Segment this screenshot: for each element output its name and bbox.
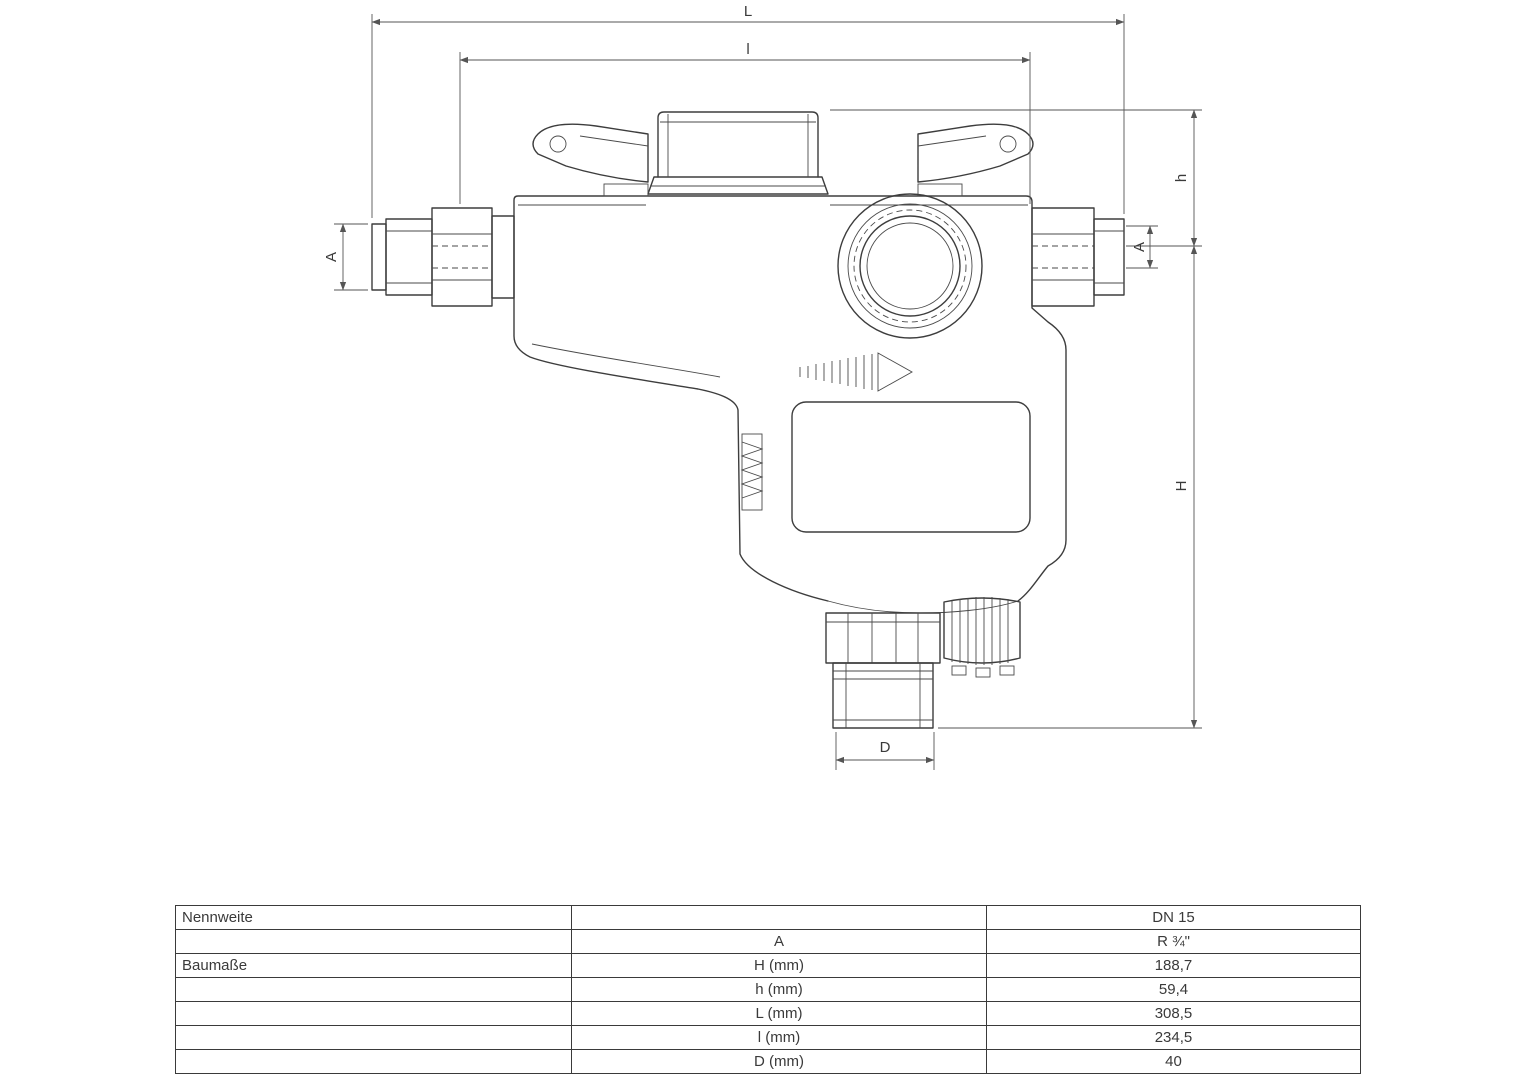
dimension-A-left: A xyxy=(323,223,368,291)
dim-label-L: L xyxy=(744,3,752,20)
dim-label-A-right: A xyxy=(1131,242,1148,252)
dim-value-cell: 59,4 xyxy=(986,977,1361,1002)
dim-label-D: D xyxy=(880,739,891,756)
dim-label-l: l xyxy=(746,41,749,58)
table-row: Nennweite DN 15 xyxy=(175,905,1361,930)
row-group-label xyxy=(175,977,572,1002)
table-row: Baumaße H (mm) 188,7 xyxy=(175,953,1361,978)
dim-value-cell: DN 15 xyxy=(986,905,1361,930)
dim-value-cell: 40 xyxy=(986,1049,1361,1074)
front-panel xyxy=(791,401,1031,533)
dimension-H: H xyxy=(938,245,1202,729)
dim-name-cell: A xyxy=(571,929,987,954)
dim-label-h: h xyxy=(1173,174,1190,182)
dim-name-cell xyxy=(571,905,987,930)
flow-direction-symbol xyxy=(799,352,913,392)
dimension-table: Nennweite DN 15 A R ¾" Baumaße H (mm) 18… xyxy=(175,905,1361,1074)
right-pipe-fitting xyxy=(1031,207,1125,307)
table-row: h (mm) 59,4 xyxy=(175,977,1361,1002)
table-row: A R ¾" xyxy=(175,929,1361,954)
dimension-h: h xyxy=(830,109,1202,247)
row-group-label xyxy=(175,1001,572,1026)
dim-name-cell: l (mm) xyxy=(571,1025,987,1050)
dimension-A-right: A xyxy=(1126,225,1158,269)
dim-value-cell: R ¾" xyxy=(986,929,1361,954)
dim-value-cell: 234,5 xyxy=(986,1025,1361,1050)
dim-label-A-left: A xyxy=(323,252,340,262)
dimension-L: L xyxy=(371,3,1125,218)
dim-label-H: H xyxy=(1173,481,1190,492)
row-group-label xyxy=(175,1025,572,1050)
dim-value-cell: 188,7 xyxy=(986,953,1361,978)
row-group-label: Baumaße xyxy=(175,953,572,978)
valve-body xyxy=(513,195,1067,602)
dimension-l: l xyxy=(459,41,1031,204)
right-valve-handle xyxy=(917,123,1034,197)
table-row: D (mm) 40 xyxy=(175,1049,1361,1074)
dim-name-cell: D (mm) xyxy=(571,1049,987,1074)
knurled-knob xyxy=(943,597,1021,678)
table-row: L (mm) 308,5 xyxy=(175,1001,1361,1026)
bottom-outlet-assembly xyxy=(825,600,1019,729)
row-group-label xyxy=(175,929,572,954)
side-knurled-screw xyxy=(740,433,764,511)
table-row: l (mm) 234,5 xyxy=(175,1025,1361,1050)
left-valve-handle xyxy=(532,123,649,197)
valve-technical-drawing: L l h H A A xyxy=(323,3,1202,770)
left-pipe-fitting xyxy=(371,207,515,307)
row-group-label: Nennweite xyxy=(175,905,572,930)
circular-port xyxy=(837,193,983,339)
dim-name-cell: h (mm) xyxy=(571,977,987,1002)
dim-name-cell: H (mm) xyxy=(571,953,987,978)
dim-name-cell: L (mm) xyxy=(571,1001,987,1026)
dim-value-cell: 308,5 xyxy=(986,1001,1361,1026)
meter-cap xyxy=(647,111,829,195)
dimension-D: D xyxy=(835,732,935,770)
row-group-label xyxy=(175,1049,572,1074)
